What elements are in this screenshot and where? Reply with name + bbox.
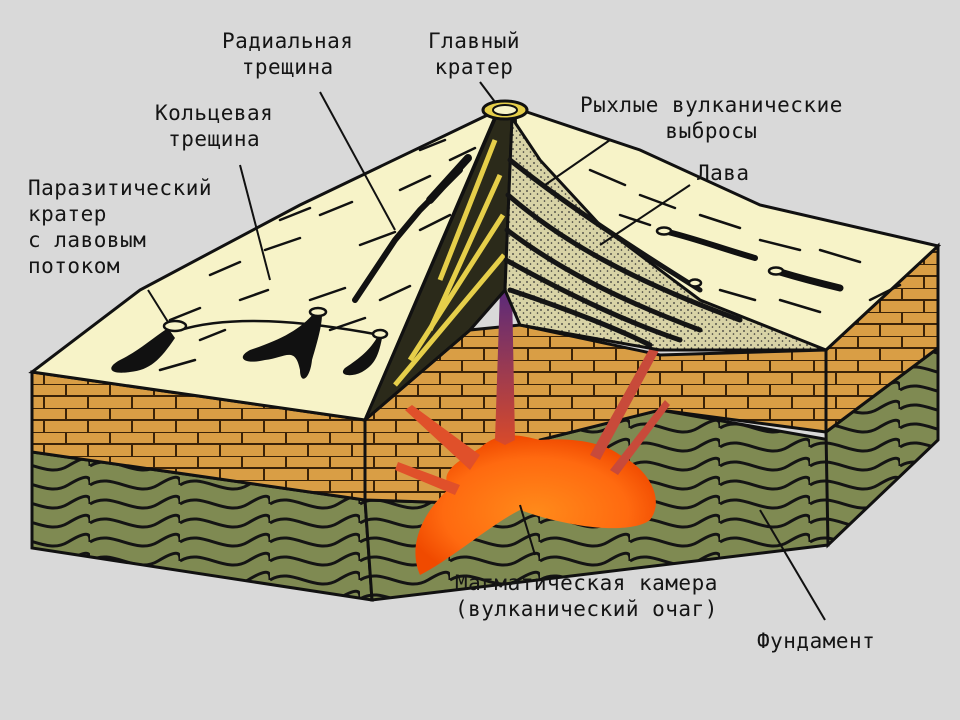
- magma-chamber: [415, 435, 656, 575]
- cone-cut-left-yellow-strata: [393, 139, 506, 387]
- dike-right-low: [610, 400, 670, 475]
- leader-ring-fissure: [239, 164, 271, 281]
- parasitic-crater-3: [342, 328, 389, 376]
- main-conduit: [495, 290, 515, 445]
- leader-foundation: [759, 509, 826, 621]
- leader-parasitic-crater: [147, 289, 169, 323]
- cone-cut-right: [503, 113, 827, 352]
- parasitic-crater-2: [242, 306, 328, 379]
- label-loose-ejecta: Рыхлые вулканические выбросы: [580, 93, 843, 143]
- label-main-crater: Главный кратер: [428, 29, 521, 79]
- radial-fissure-upper: [426, 154, 472, 204]
- lava-flow-strata: [503, 157, 743, 348]
- parasitic-crater-4: [655, 226, 758, 261]
- dike-left: [405, 405, 480, 470]
- ring-fissure: [179, 319, 381, 337]
- parasitic-crater-1: [111, 319, 188, 373]
- label-foundation: Фундамент: [757, 629, 876, 653]
- slope-hachures: [158, 138, 477, 372]
- parasitic-crater-6: [687, 278, 703, 288]
- main-crater-vent: [492, 104, 518, 116]
- right-slope-hachures: [588, 168, 902, 314]
- dike-right: [590, 330, 668, 460]
- dike-left-low: [395, 462, 460, 495]
- label-magma-chamber: Магматическая камера (вулканический очаг…: [455, 571, 718, 621]
- leader-lava: [599, 184, 691, 246]
- label-radial-fissure: Радиальная трещина: [222, 29, 354, 79]
- leader-main-crater: [479, 81, 496, 103]
- leader-magma-chamber: [519, 504, 536, 556]
- label-parasitic-crater: Паразитический кратер с лавовым потоком: [28, 176, 213, 278]
- leader-radial-fissure: [319, 91, 396, 231]
- label-lava: Лава: [697, 161, 750, 185]
- label-ring-fissure: Кольцевая трещина: [155, 101, 274, 151]
- parasitic-crater-5: [767, 266, 844, 292]
- leader-loose-ejecta: [544, 139, 611, 186]
- leader-lines: [147, 81, 826, 621]
